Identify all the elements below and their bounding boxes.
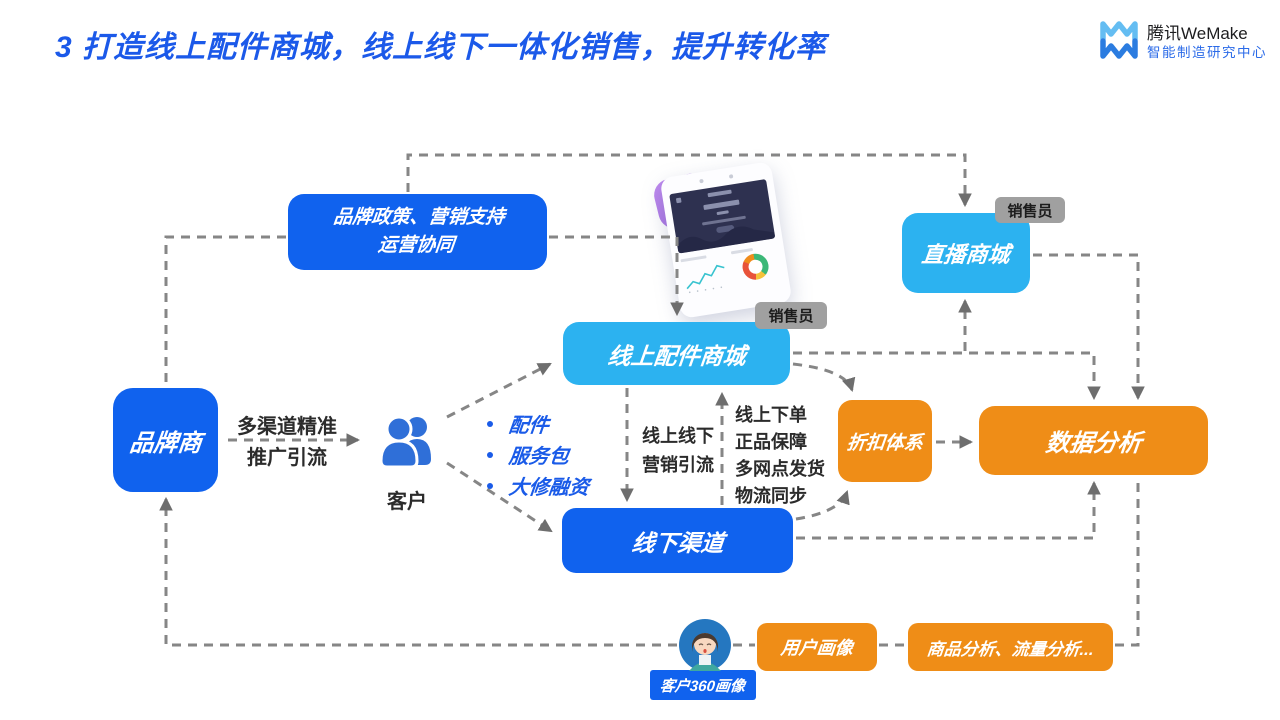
page-title: 3 打造线上配件商城，线上线下一体化销售，提升转化率	[55, 31, 827, 64]
connector-offline-to-dataanalysis-bottom	[796, 480, 1101, 540]
user-profile-label: 用户画像	[779, 638, 854, 658]
node-user-profile: 用户画像	[757, 623, 877, 671]
connector-customer-to-offline	[446, 461, 553, 533]
node-offline-channel: 线下渠道	[562, 508, 793, 573]
customers-icon	[375, 413, 441, 469]
benefit-online-order: 线上下单	[735, 405, 807, 425]
connector-offline-arc-discount	[795, 490, 850, 521]
connector-bottom-to-brandowner	[159, 496, 677, 647]
logo: 腾讯WeMake 智能制造研究中心	[1098, 18, 1267, 67]
node-brand-owner: 品牌商	[113, 388, 218, 492]
promo-line2: 推广引流	[247, 447, 327, 469]
online-offline-label: 线上线下 营销引流	[630, 422, 726, 480]
promo-label: 多渠道精准 推广引流	[212, 412, 362, 474]
node-online-parts-mall: 线上配件商城	[563, 322, 790, 385]
connector-policy-left-to-brandowner	[164, 235, 286, 386]
connector-policy-right-to-onlinemall	[549, 235, 684, 317]
node-data-analysis: 数据分析	[979, 406, 1208, 475]
connector-productanalysis-to-dataanalysis	[1115, 477, 1140, 647]
promo-line1: 多渠道精准	[237, 416, 337, 438]
bullet-dot	[487, 420, 493, 427]
brand-policy-line2: 运营协同	[376, 235, 456, 256]
online-parts-mall-label: 线上配件商城	[605, 342, 747, 369]
offering-parts: 配件	[507, 415, 550, 437]
offering-item: 大修融资	[487, 470, 590, 501]
node-customer360-badge: 客户360画像	[650, 670, 756, 700]
benefit-genuine: 正品保障	[735, 432, 807, 452]
salesperson-badge-label: 销售员	[1007, 202, 1053, 220]
customer-label: 客户	[387, 491, 427, 513]
offline-channel-label: 线下渠道	[629, 529, 725, 556]
live-mall-label: 直播商城	[920, 242, 1012, 267]
offering-item: 配件	[487, 408, 589, 439]
wemake-logo-icon	[1098, 18, 1140, 67]
customer360-label: 客户360画像	[659, 677, 747, 695]
product-analysis-label: 商品分析、流量分析...	[925, 639, 1095, 659]
phone-mini-charts	[680, 244, 781, 300]
order-benefits-label: 线上下单 正品保障 多网点发货 物流同步	[735, 402, 825, 510]
brand-owner-label: 品牌商	[127, 429, 203, 457]
connector-customer-to-onlinemall	[446, 362, 552, 419]
phone-line-chart	[680, 252, 731, 300]
phone-dashboard-panel	[669, 178, 776, 254]
bullet-dot	[487, 482, 493, 489]
salesperson-badge-live-mall: 销售员	[995, 197, 1065, 223]
connector-onlinemall-to-dataanalysis	[793, 351, 1101, 401]
phone-mockup	[646, 161, 796, 319]
offering-overhaul-financing: 大修融资	[507, 477, 590, 499]
salesperson-badge-online-mall: 销售员	[755, 302, 827, 329]
brand-policy-line1: 品牌政策、营销支持	[332, 207, 506, 229]
offering-service-pack: 服务包	[507, 446, 570, 468]
connector-policy-to-livemall-top	[406, 153, 972, 208]
logo-subtitle-text: 智能制造研究中心	[1147, 44, 1267, 60]
benefit-logistics-sync: 物流同步	[735, 486, 807, 506]
node-discount-system: 折扣体系	[838, 400, 932, 482]
node-live-mall: 直播商城	[902, 213, 1030, 293]
connector-livemall-to-dataanalysis	[1033, 253, 1145, 401]
customer-avatar	[679, 619, 731, 671]
bullet-dot	[487, 451, 493, 458]
offerings-list: 配件 服务包 大修融资	[487, 408, 590, 501]
offering-item: 服务包	[487, 439, 589, 470]
logo-brand-text: 腾讯WeMake	[1147, 24, 1248, 44]
data-analysis-label: 数据分析	[1043, 430, 1143, 457]
connector-onlinemall-arc-discount	[792, 362, 856, 392]
node-product-analysis: 商品分析、流量分析...	[908, 623, 1113, 671]
discount-system-label: 折扣体系	[845, 432, 924, 454]
online-offline-line2: 营销引流	[642, 454, 714, 475]
phone-body	[659, 161, 793, 319]
brand-policy-label: 品牌政策、营销支持 运营协同	[329, 204, 506, 259]
benefit-multisite-shipping: 多网点发货	[735, 459, 825, 479]
node-brand-policy: 品牌政策、营销支持 运营协同	[288, 194, 547, 270]
salesperson-badge-label: 销售员	[768, 308, 814, 325]
online-offline-line1: 线上线下	[642, 426, 714, 446]
